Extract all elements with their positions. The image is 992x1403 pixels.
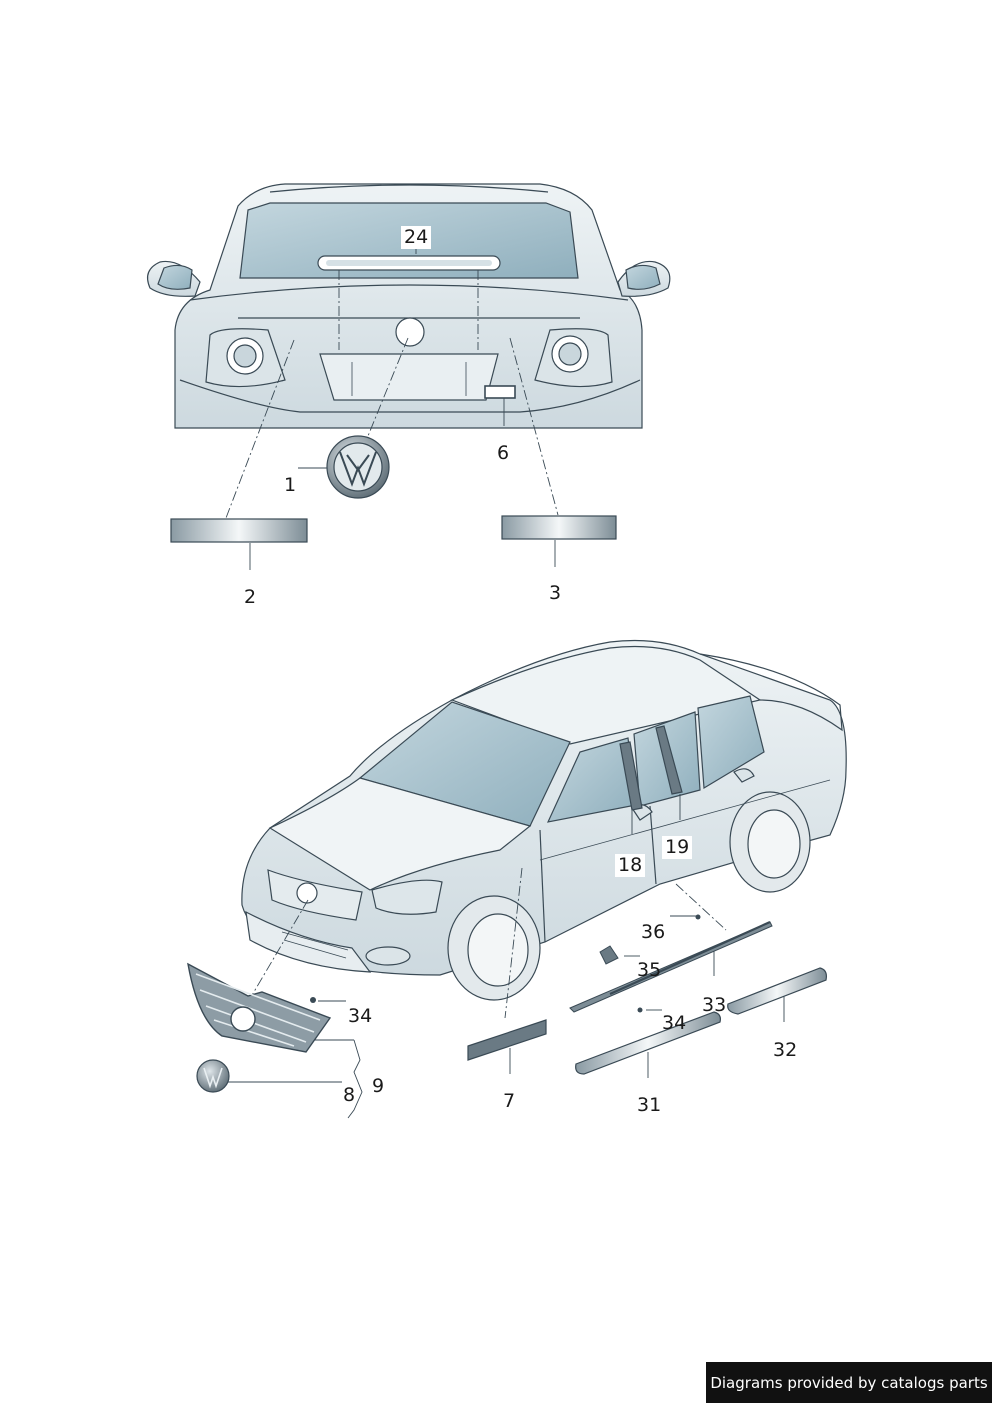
callout-6: 6 <box>497 442 510 464</box>
callout-7: 7 <box>503 1090 516 1112</box>
bottom-leader-lines <box>228 794 785 1119</box>
sill-panel-32[interactable] <box>727 967 827 1015</box>
holder-35[interactable] <box>599 945 619 965</box>
callout-31: 31 <box>637 1094 662 1116</box>
top-leader-lines <box>225 240 559 570</box>
trim-strip-left[interactable] <box>170 518 308 543</box>
rear-view-car <box>147 183 671 429</box>
callout-8: 8 <box>343 1084 356 1106</box>
sill-strip-upper[interactable] <box>609 920 771 996</box>
callout-1: 1 <box>284 474 297 496</box>
callout-34-left: 34 <box>348 1005 373 1027</box>
callout-33: 33 <box>702 994 727 1016</box>
callout-3: 3 <box>549 582 562 604</box>
vw-emblem-rear[interactable] <box>326 435 390 499</box>
footer-credit: Diagrams provided by catalogs parts <box>706 1362 992 1403</box>
door-moulding-7[interactable] <box>467 1019 547 1061</box>
clip-34-left[interactable] <box>310 997 316 1003</box>
callout-35: 35 <box>637 959 662 981</box>
sill-panel-31[interactable] <box>575 1011 721 1075</box>
clip-36[interactable] <box>695 914 701 920</box>
pillar-trim-19[interactable] <box>655 725 683 795</box>
callout-2: 2 <box>244 586 257 608</box>
callout-24: 24 <box>401 226 432 249</box>
front-grille[interactable] <box>187 962 332 1053</box>
pillar-trim-18[interactable] <box>619 741 643 811</box>
trim-strip-right[interactable] <box>501 515 617 540</box>
vw-emblem-front[interactable] <box>196 1059 230 1093</box>
callout-18: 18 <box>615 854 646 877</box>
callout-34-right: 34 <box>662 1012 687 1034</box>
side-view-car <box>241 639 847 1001</box>
callout-36: 36 <box>641 921 666 943</box>
clip-34-right[interactable] <box>637 1007 643 1013</box>
callout-19: 19 <box>662 836 693 859</box>
callout-9: 9 <box>372 1075 385 1097</box>
callout-32: 32 <box>773 1039 798 1061</box>
